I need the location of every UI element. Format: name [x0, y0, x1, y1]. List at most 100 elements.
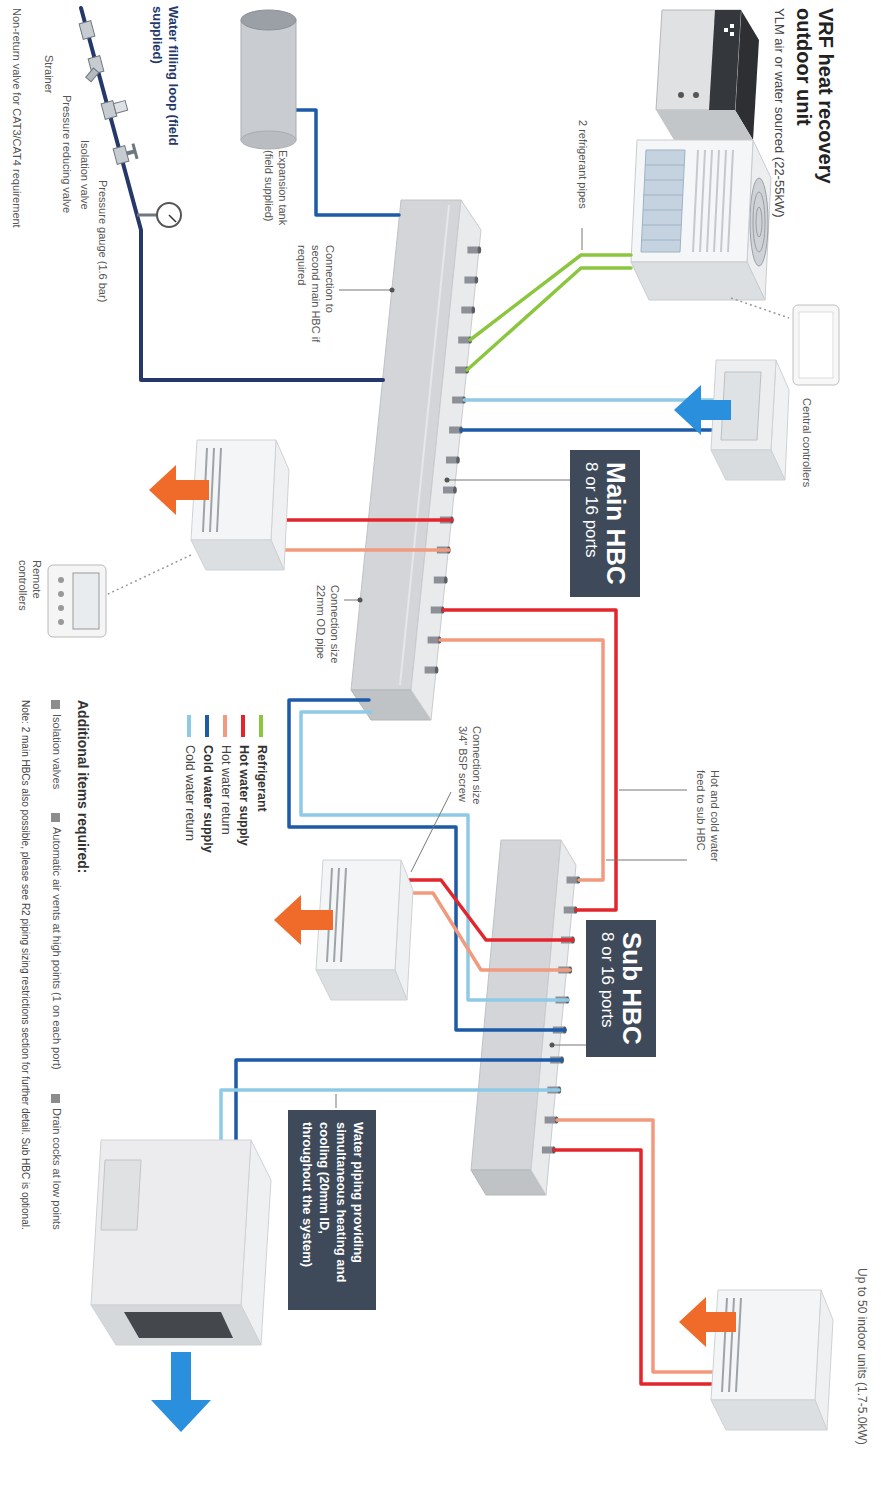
outdoor-unit: [750, 178, 768, 266]
leader-line: [411, 792, 451, 872]
pressure-reducing-valve: [101, 98, 128, 120]
central-controller: [793, 305, 839, 385]
main-hbc-box: [400, 205, 449, 685]
heating-arrow: [679, 1297, 736, 1347]
indoor-unit: [191, 540, 284, 570]
box-heading: Water piping providing simultaneous heat…: [298, 1122, 366, 1298]
outdoor-unit: [730, 32, 734, 36]
indoor-unit: [101, 1160, 141, 1230]
legend-text: Hot water supply: [237, 745, 251, 846]
pipe: [409, 880, 573, 940]
remote-controller: [58, 605, 64, 611]
outdoor-unit: [730, 24, 734, 28]
part-label: Remote controllers: [16, 560, 44, 640]
legend-text: Refrigerant: [255, 745, 269, 812]
outdoor-unit: [693, 92, 699, 98]
control-wire: [106, 555, 191, 595]
leader-line: [344, 600, 358, 601]
leader-line: [336, 228, 687, 1108]
hbc-port: [434, 577, 448, 584]
main-hbc-box: [411, 200, 481, 720]
pressure-gauge: [169, 215, 176, 222]
expansion-tank: [241, 20, 296, 140]
legend-text: Cold water return: [183, 745, 197, 841]
callout-label: Connection to second main HBC if require…: [295, 245, 336, 345]
leader-line: [339, 290, 390, 291]
box-body: 8 or 16 ports: [581, 462, 602, 585]
heating-arrow: [149, 465, 176, 515]
remote-controller: [48, 565, 106, 637]
leader-line: [554, 1045, 586, 1046]
box-body: 8 or 16 ports: [597, 932, 618, 1045]
unit-heading: VRF heat recovery outdoor unit: [792, 8, 837, 208]
outdoor-unit: [756, 207, 762, 237]
callout-label: Hot and cold water feed to sub HBC: [694, 770, 722, 880]
leader-line: [582, 228, 583, 250]
hbc-port: [467, 247, 481, 254]
pressure-gauge: [137, 203, 181, 227]
callout-label: Up to 50 indoor units (1.7-5.0kW): [854, 1268, 869, 1445]
leader-dot: [358, 598, 363, 603]
pressure-reducing-valve: [114, 101, 128, 114]
bullet-square: [51, 1094, 60, 1103]
cooling-arrow: [151, 1400, 211, 1432]
pressure-gauge: [157, 203, 181, 227]
isolation-valve: [131, 143, 138, 159]
heating-arrow: [274, 895, 301, 945]
legend-swatch: [187, 715, 191, 737]
leader-line: [449, 480, 570, 481]
indoor-unit: [91, 1140, 251, 1305]
hbc-port: [464, 277, 478, 284]
pipe: [557, 1120, 713, 1372]
cooling-arrow: [674, 385, 731, 435]
legend-text: Hot water return: [219, 745, 233, 835]
legend-swatch: [223, 715, 227, 737]
items-heading: Additional items required:: [75, 700, 91, 873]
legend-swatch: [205, 715, 209, 737]
box-heading: Main HBC: [602, 462, 629, 585]
remote-controller: [58, 591, 64, 597]
hbc-port: [425, 667, 439, 674]
pipe: [296, 110, 399, 215]
pipe: [461, 428, 716, 432]
pipe: [279, 548, 449, 552]
heating-arrow: [301, 910, 333, 930]
non-return-valve: [79, 21, 95, 40]
hbc-port: [461, 307, 475, 314]
dimension-label: Connection size 22mm OD pipe: [314, 585, 342, 670]
outdoor-unit: [656, 10, 741, 110]
heating-arrow: [274, 895, 333, 945]
part-label: Pressure gauge (1.6 bar): [95, 180, 109, 302]
hbc-port: [446, 457, 460, 464]
outdoor-unit: [656, 10, 759, 140]
pipe: [281, 518, 452, 522]
non-return-valve: [79, 21, 95, 40]
central-controller: [793, 305, 839, 385]
outdoor-unit: [631, 262, 765, 300]
leader-dot: [445, 478, 450, 483]
central-controller: [799, 312, 833, 378]
required-item: Drain cocks at low points: [51, 1108, 63, 1230]
required-item: Isolation valves: [51, 714, 63, 789]
indoor-unit: [124, 1312, 233, 1338]
outdoor-unit: [631, 140, 753, 262]
expansion-tank: [241, 10, 296, 149]
indoor-unit: [91, 1140, 271, 1345]
part-label: Isolation valve: [77, 140, 91, 210]
outdoor-unit: [631, 140, 771, 300]
required-item: Automatic air vents at high points (1 on…: [51, 827, 63, 1070]
pipe: [236, 1060, 562, 1142]
part-label: 2 refrigerant pipes: [575, 120, 589, 209]
indoor-unit: [711, 1290, 821, 1400]
heating-arrow: [149, 465, 209, 515]
box-heading: Sub HBC: [618, 932, 645, 1045]
hbc-label-box: Main HBC8 or 16 ports: [570, 450, 640, 597]
pipe: [221, 1090, 559, 1142]
leader-dot: [390, 288, 395, 293]
strainer: [86, 68, 99, 82]
hbc-label-box: Water piping providing simultaneous heat…: [288, 1110, 376, 1310]
pressure-gauge: [137, 214, 157, 217]
outdoor-unit: [641, 150, 685, 252]
leader-dot: [550, 1043, 555, 1048]
